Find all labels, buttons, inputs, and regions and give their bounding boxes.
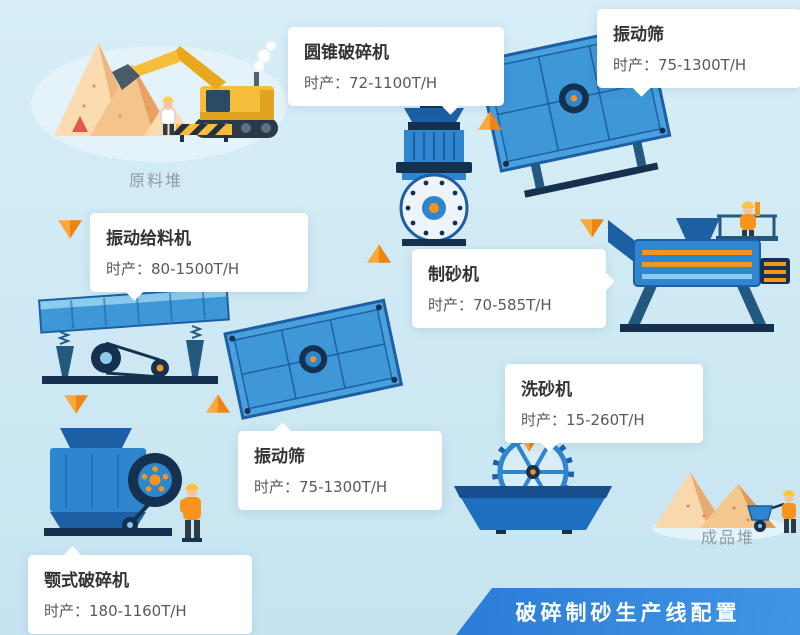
callout-screen-top-capacity: 时产：75-1300T/H: [613, 56, 747, 74]
callout-jaw-crusher: 颚式破碎机 时产：180-1160T/H: [28, 555, 252, 634]
flow-arrow-down-1: [58, 220, 82, 243]
flow-arrow-up-5: [478, 111, 502, 134]
jaw-crusher-illustration: [34, 426, 214, 548]
callout-jaw-crusher-title: 颚式破碎机: [44, 571, 129, 591]
callout-screen-mid: 振动筛 时产：75-1300T/H: [238, 431, 442, 510]
callout-sand-washer-title: 洗砂机: [521, 380, 572, 400]
callout-feeder: 振动给料机 时产：80-1500T/H: [90, 213, 308, 292]
callout-cone-crusher-capacity: 时产：72-1100T/H: [304, 74, 438, 92]
flow-arrow-up-3: [206, 394, 230, 417]
flow-arrow-up-4: [367, 244, 391, 267]
callout-screen-mid-capacity: 时产：75-1300T/H: [254, 478, 388, 496]
callout-sand-maker-capacity: 时产：70-585T/H: [428, 296, 552, 314]
product-pile-illustration: [648, 446, 798, 550]
flow-arrow-down-2: [64, 395, 88, 418]
raw-pile-label: 原料堆: [128, 171, 183, 190]
callout-screen-top: 振动筛 时产：75-1300T/H: [597, 9, 800, 88]
callout-cone-crusher: 圆锥破碎机 时产：72-1100T/H: [288, 27, 504, 106]
cone-crusher-illustration: [380, 102, 488, 250]
vibrating-feeder-illustration: [34, 284, 234, 396]
callout-cone-crusher-title: 圆锥破碎机: [304, 43, 389, 63]
callout-jaw-crusher-capacity: 时产：180-1160T/H: [44, 602, 187, 620]
sand-maker-illustration: [598, 192, 796, 341]
title-banner: 破碎制砂生产线配置: [456, 588, 800, 635]
title-banner-text: 破碎制砂生产线配置: [515, 600, 741, 625]
callout-sand-maker-title: 制砂机: [428, 265, 479, 285]
flow-arrow-down-6: [580, 219, 604, 242]
callout-feeder-title: 振动给料机: [106, 229, 191, 249]
excavator-scene-illustration: [28, 6, 290, 172]
vibrating-screen-mid-illustration: [219, 292, 410, 444]
callout-sand-washer-capacity: 时产：15-260T/H: [521, 411, 645, 429]
callout-screen-top-title: 振动筛: [613, 25, 664, 45]
callout-feeder-capacity: 时产：80-1500T/H: [106, 260, 240, 278]
callout-sand-washer: 洗砂机 时产：15-260T/H: [505, 364, 703, 443]
callout-sand-maker: 制砂机 时产：70-585T/H: [412, 249, 606, 328]
callout-screen-mid-title: 振动筛: [254, 447, 305, 467]
product-pile-label: 成品堆: [700, 528, 755, 547]
